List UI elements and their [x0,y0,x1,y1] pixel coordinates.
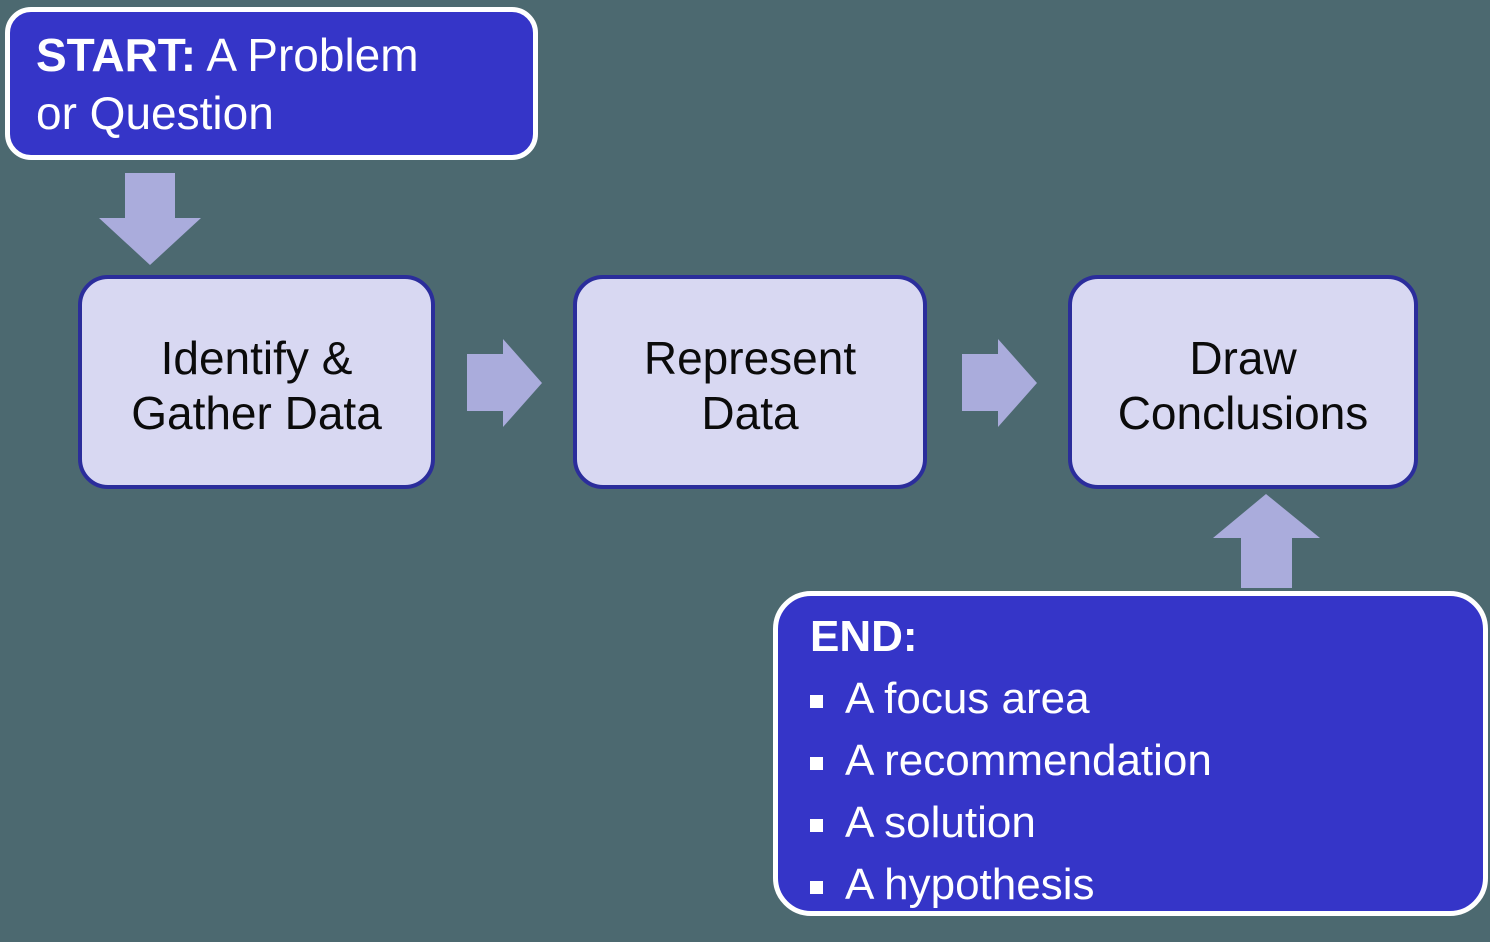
end-node-heading: END: [810,612,918,661]
process-node-represent: Represent Data [573,275,927,489]
process-represent-line2: Data [701,387,799,439]
process-identify-line1: Identify & [160,332,353,384]
bullet-square-icon [810,756,823,770]
arrow-right-icon [962,339,1037,427]
start-line1-text: A Problem [206,29,419,81]
arrow-up-icon [1213,494,1320,588]
end-list-item: A recommendation [810,730,1463,792]
end-item-text: A recommendation [845,736,1212,785]
arrow-down-icon [99,173,201,265]
end-item-text: A focus area [845,674,1090,723]
end-item-text: A hypothesis [845,860,1095,909]
start-line2-text: or Question [36,87,274,139]
start-node: START: A Problem or Question [5,7,538,160]
bullet-square-icon [810,818,823,832]
end-item-list: A focus area A recommendation A solution… [810,668,1463,916]
bullet-square-icon [810,694,823,708]
process-conclusions-line2: Conclusions [1117,387,1369,439]
end-list-item: A solution [810,792,1463,854]
end-list-item: A focus area [810,668,1463,730]
process-node-identify: Identify & Gather Data [78,275,435,489]
end-node: END: A focus area A recommendation A sol… [773,591,1488,916]
end-list-item: A hypothesis [810,854,1463,916]
start-prefix: START: [36,29,197,81]
bullet-square-icon [810,880,823,894]
process-identify-line2: Gather Data [131,387,382,439]
end-item-text: A solution [845,798,1036,847]
start-node-label: START: A Problem or Question [36,26,515,142]
process-conclusions-line1: Draw [1189,332,1297,384]
process-represent-line1: Represent [643,332,857,384]
process-node-conclusions: Draw Conclusions [1068,275,1418,489]
arrow-right-icon [467,339,542,427]
